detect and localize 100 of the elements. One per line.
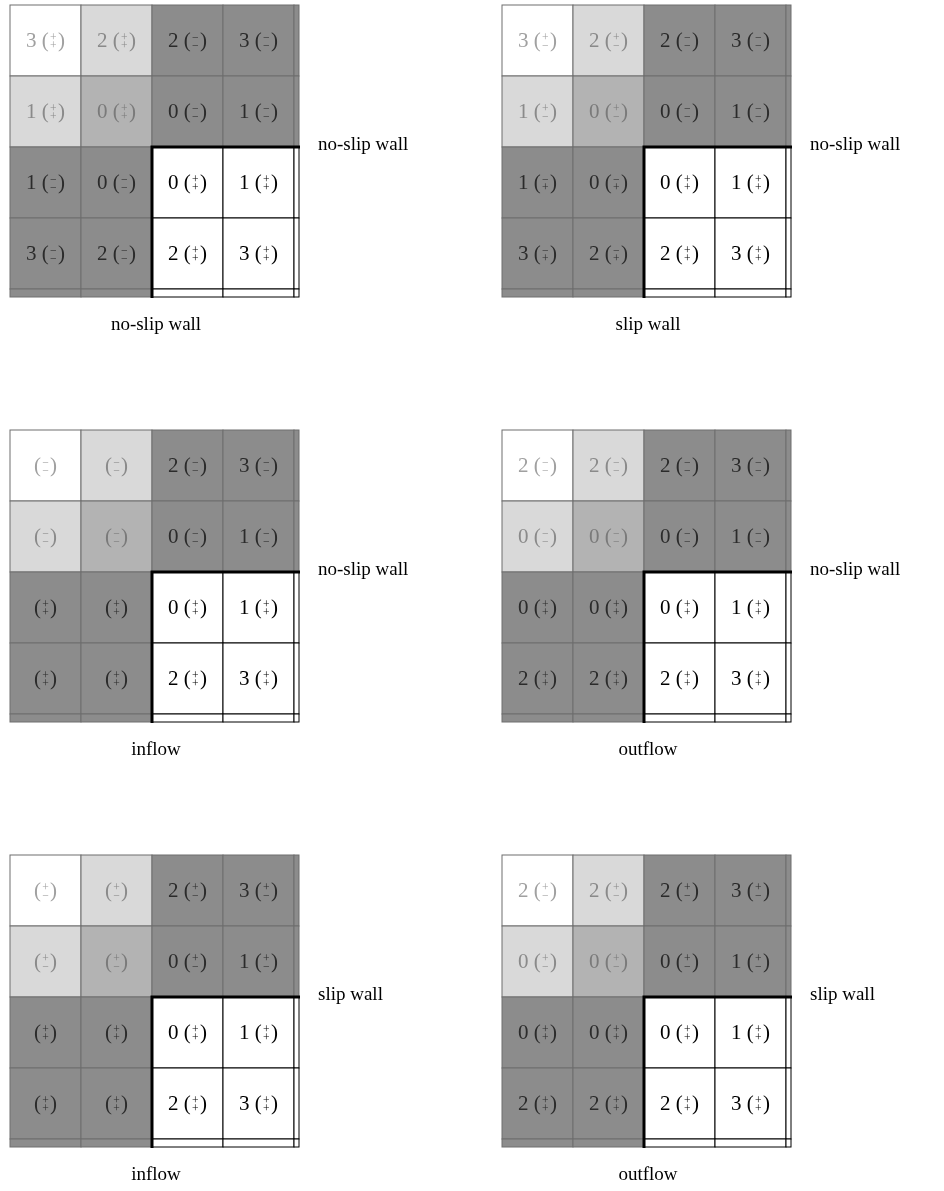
cell-value: ($^{−}$$_{−}$) (104, 525, 129, 548)
cell-value: 0 ($^{+}$$_{+}$) (660, 171, 699, 194)
cell-value: 2 ($^{+}$$_{+}$) (589, 1092, 628, 1115)
cell-value: 1 ($^{+}$$_{+}$) (239, 596, 278, 619)
cell-value: 3 ($^{+}$$_{−}$) (518, 29, 557, 52)
cell-value: 1 ($^{+}$$_{+}$) (731, 1021, 770, 1044)
cell-value: 2 ($^{+}$$_{−}$) (518, 879, 557, 902)
cell-value: 2 ($^{+}$$_{+}$) (660, 1092, 699, 1115)
cell-value: 1 ($^{+}$$_{+}$) (26, 100, 65, 123)
cell-value: 2 ($^{+}$$_{+}$) (518, 667, 557, 690)
cell-value: ($^{+}$$_{−}$) (104, 879, 129, 902)
cell-value: 2 ($^{+}$$_{+}$) (518, 1092, 557, 1115)
cell-value: 2 ($^{−}$$_{−}$) (168, 29, 207, 52)
cell-value: ($^{+}$$_{+}$) (33, 1092, 58, 1115)
cell-value: 3 ($^{−}$$_{−}$) (731, 454, 770, 477)
cell-value: 1 ($^{+}$$_{−}$) (239, 950, 278, 973)
cell-value: 3 ($^{+}$$_{+}$) (26, 29, 65, 52)
cell-value: 1 ($^{+}$$_{+}$) (731, 171, 770, 194)
cell-value: 3 ($^{+}$$_{+}$) (731, 667, 770, 690)
cell-value: 2 ($^{−}$$_{−}$) (97, 242, 136, 265)
cell-value: 2 ($^{+}$$_{+}$) (660, 242, 699, 265)
cell-value: 0 ($^{+}$$_{−}$) (660, 950, 699, 973)
cell-value: 2 ($^{−}$$_{−}$) (660, 29, 699, 52)
cell-value: 0 ($^{+}$$_{+}$) (589, 596, 628, 619)
cell-value: 1 ($^{−}$$_{−}$) (731, 525, 770, 548)
cell-value: ($^{+}$$_{+}$) (33, 596, 58, 619)
cell-value: 1 ($^{−}$$_{−}$) (239, 100, 278, 123)
cell-value: 2 ($^{−}$$_{−}$) (589, 454, 628, 477)
cell-value: 2 ($^{−}$$_{−}$) (168, 454, 207, 477)
cell-value: 0 ($^{−}$$_{−}$) (97, 171, 136, 194)
cell-value: 0 ($^{+}$$_{+}$) (97, 100, 136, 123)
cell-value: ($^{−}$$_{−}$) (33, 454, 58, 477)
panel-caption: inflow (131, 738, 181, 760)
cell-value: 1 ($^{+}$$_{+}$) (239, 1021, 278, 1044)
cell-value: 1 ($^{+}$$_{+}$) (731, 596, 770, 619)
cell-value: 3 ($^{+}$$_{−}$) (731, 879, 770, 902)
cell-value: 3 ($^{−}$$_{−}$) (26, 242, 65, 265)
cell-value: ($^{+}$$_{+}$) (104, 1092, 129, 1115)
panel-caption: outflow (618, 738, 678, 760)
cell-value: 0 ($^{+}$$_{−}$) (168, 950, 207, 973)
cell-value: 1 ($^{−}$$_{−}$) (26, 171, 65, 194)
cell-value: 2 ($^{+}$$_{−}$) (168, 879, 207, 902)
cell-value: 0 ($^{+}$$_{+}$) (589, 1021, 628, 1044)
cell-value: 0 ($^{+}$$_{+}$) (168, 1021, 207, 1044)
cell-value: 0 ($^{−}$$_{−}$) (660, 525, 699, 548)
cell-value: 1 ($^{+}$$_{−}$) (731, 950, 770, 973)
cell-value: ($^{+}$$_{+}$) (33, 1021, 58, 1044)
cell-value: 2 ($^{−}$$_{−}$) (518, 454, 557, 477)
cell-value: 0 ($^{+}$$_{+}$) (660, 1021, 699, 1044)
cell-value: 2 ($^{+}$$_{+}$) (168, 1092, 207, 1115)
cell-value: 3 ($^{−}$$_{−}$) (239, 29, 278, 52)
cell-value: 2 ($^{+}$$_{−}$) (660, 879, 699, 902)
cell-value: 0 ($^{+}$$_{+}$) (518, 1021, 557, 1044)
cell-value: 2 ($^{+}$$_{−}$) (589, 879, 628, 902)
cell-value: ($^{+}$$_{−}$) (104, 950, 129, 973)
panel-caption: no-slip wall (110, 313, 202, 335)
cell-value: 1 ($^{−}$$_{−}$) (239, 525, 278, 548)
cell-value: 2 ($^{+}$$_{+}$) (168, 667, 207, 690)
cell-value: 2 ($^{+}$$_{+}$) (168, 242, 207, 265)
cell-value: 2 ($^{+}$$_{+}$) (660, 667, 699, 690)
cell-value: 2 ($^{−}$$_{+}$) (589, 242, 628, 265)
cell-value: 3 ($^{+}$$_{+}$) (731, 242, 770, 265)
cell-value: 0 ($^{+}$$_{+}$) (518, 596, 557, 619)
cell-value: 1 ($^{−}$$_{−}$) (731, 100, 770, 123)
cell-value: 1 ($^{+}$$_{−}$) (518, 100, 557, 123)
boundary-label: slip wall (318, 983, 383, 1005)
cell-value: 0 ($^{+}$$_{+}$) (168, 596, 207, 619)
cell-value: 3 ($^{−}$$_{−}$) (239, 454, 278, 477)
boundary-label: no-slip wall (810, 558, 901, 580)
boundary-label: no-slip wall (810, 133, 901, 155)
cell-value: 2 ($^{+}$$_{+}$) (589, 667, 628, 690)
boundary-label: no-slip wall (318, 558, 409, 580)
cell-value: 3 ($^{−}$$_{+}$) (518, 242, 557, 265)
cell-value: 0 ($^{+}$$_{−}$) (589, 100, 628, 123)
cell-value: 3 ($^{+}$$_{−}$) (239, 879, 278, 902)
cell-value: 0 ($^{−}$$_{−}$) (168, 100, 207, 123)
cell-value: ($^{+}$$_{+}$) (104, 1021, 129, 1044)
cell-value: ($^{+}$$_{+}$) (104, 667, 129, 690)
panel-caption: inflow (131, 1163, 181, 1185)
cell-value: 0 ($^{+}$$_{+}$) (660, 596, 699, 619)
panel-caption: slip wall (615, 313, 681, 335)
cell-value: 0 ($^{−}$$_{−}$) (589, 525, 628, 548)
cell-value: 3 ($^{−}$$_{−}$) (731, 29, 770, 52)
cell-value: 1 ($^{+}$$_{+}$) (239, 171, 278, 194)
cell-value: 1 ($^{−}$$_{+}$) (518, 171, 557, 194)
cell-value: ($^{−}$$_{−}$) (104, 454, 129, 477)
boundary-label: slip wall (810, 983, 875, 1005)
cell-value: ($^{+}$$_{−}$) (33, 879, 58, 902)
cell-value: 3 ($^{+}$$_{+}$) (239, 242, 278, 265)
cell-value: ($^{−}$$_{−}$) (33, 525, 58, 548)
cell-value: 0 ($^{−}$$_{−}$) (518, 525, 557, 548)
cell-value: 0 ($^{+}$$_{+}$) (168, 171, 207, 194)
cell-value: 2 ($^{−}$$_{−}$) (660, 454, 699, 477)
cell-value: 0 ($^{+}$$_{−}$) (589, 950, 628, 973)
cell-value: 3 ($^{+}$$_{+}$) (239, 667, 278, 690)
cell-value: ($^{+}$$_{+}$) (104, 596, 129, 619)
cell-value: 3 ($^{+}$$_{+}$) (239, 1092, 278, 1115)
boundary-label: no-slip wall (318, 133, 409, 155)
cell-value: 0 ($^{−}$$_{+}$) (589, 171, 628, 194)
cell-value: 2 ($^{+}$$_{+}$) (97, 29, 136, 52)
